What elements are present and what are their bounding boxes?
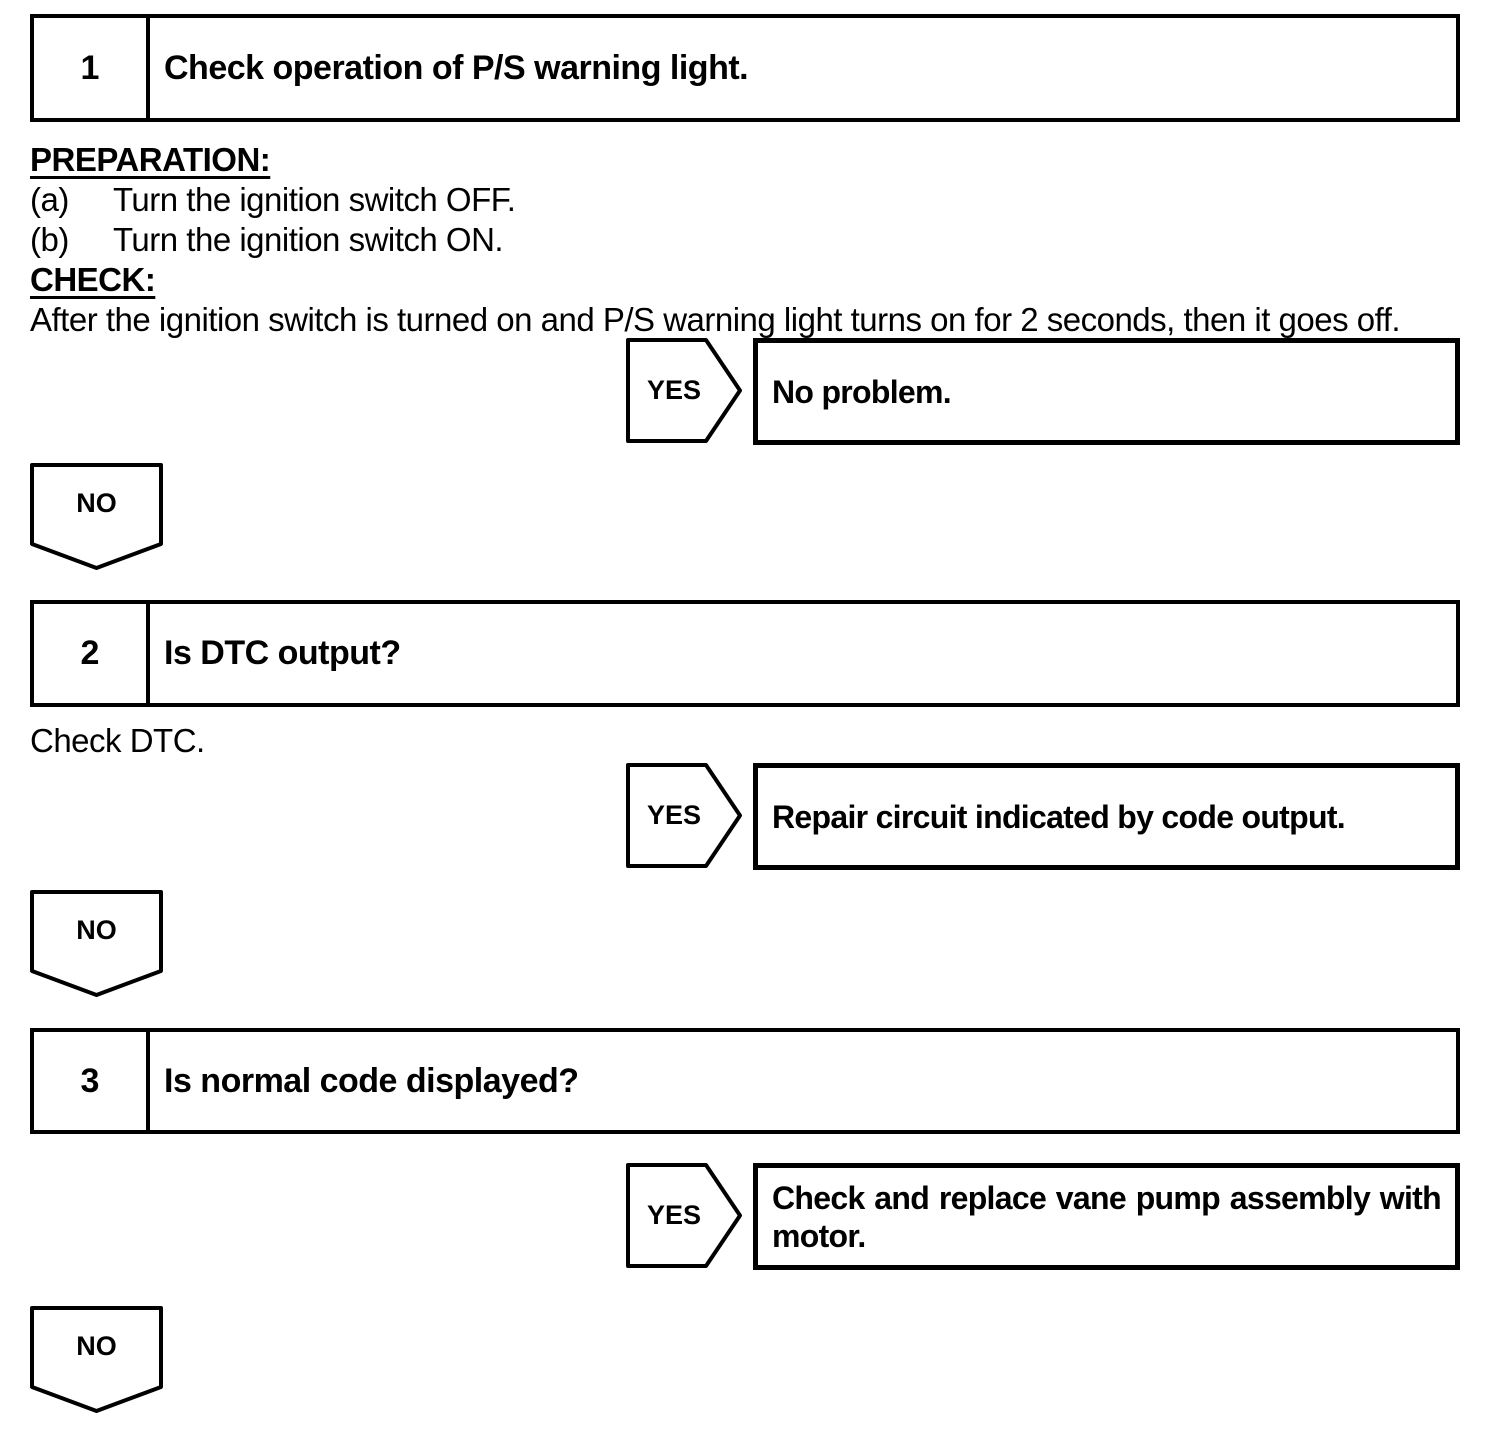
step-3-yes-result-box: Check and replace vane pump assembly wit… [753, 1163, 1460, 1270]
step-2-body-text: Check DTC. [30, 722, 205, 759]
yes-arrow-icon [626, 1163, 742, 1268]
step-2-question-box: 2 Is DTC output? [30, 600, 1460, 707]
step-2-no-connector: NO [30, 890, 163, 997]
step-3-question-box: 3 Is normal code displayed? [30, 1028, 1460, 1134]
step-2-yes-connector: YES [626, 763, 742, 868]
step-2-number: 2 [34, 604, 150, 703]
step-2-title: Is DTC output? [164, 634, 401, 672]
yes-arrow-icon [626, 763, 742, 868]
no-arrow-icon [30, 1306, 163, 1413]
step-1-number: 1 [34, 18, 150, 118]
step-2-no-label: NO [76, 915, 117, 945]
step-1-prep-item-b-label: (b) [30, 221, 69, 258]
step-3-no-label: NO [76, 1331, 117, 1361]
step-2-yes-result-text: Repair circuit indicated by code output. [772, 798, 1346, 835]
step-1-details: PREPARATION: (a) Turn the ignition switch… [30, 140, 1494, 340]
step-2-yes-label: YES [646, 800, 702, 830]
step-1-check-heading: CHECK: [30, 261, 156, 298]
step-1-title: Check operation of P/S warning light. [164, 48, 749, 87]
step-3-yes-label: YES [646, 1200, 702, 1230]
step-3-yes-connector: YES [626, 1163, 742, 1268]
step-1-yes-connector: YES [626, 338, 742, 443]
step-1-preparation-heading: PREPARATION: [30, 141, 271, 178]
step-1-check-text: After the ignition switch is turned on a… [30, 301, 1401, 338]
step-2-yes-result-box: Repair circuit indicated by code output. [753, 763, 1460, 870]
step-3-number: 3 [34, 1032, 150, 1130]
step-1-yes-result-box: No problem. [753, 338, 1460, 445]
no-arrow-icon [30, 463, 163, 570]
step-3-title: Is normal code displayed? [164, 1061, 579, 1100]
step-1-prep-item-b: (b) Turn the ignition switch ON. [30, 220, 1494, 260]
step-1-yes-result-text: No problem. [772, 373, 952, 410]
step-1-no-connector: NO [30, 463, 163, 570]
no-arrow-icon [30, 890, 163, 997]
step-3-no-connector: NO [30, 1306, 163, 1413]
step-1-yes-label: YES [646, 375, 702, 405]
step-2-details: Check DTC. [30, 721, 1494, 761]
step-3-yes-result-text: Check and replace vane pump assembly wit… [772, 1179, 1442, 1254]
yes-arrow-icon [626, 338, 742, 443]
step-1-prep-item-b-text: Turn the ignition switch ON. [113, 221, 504, 258]
step-1-prep-item-a: (a) Turn the ignition switch OFF. [30, 180, 1494, 220]
step-1-prep-item-a-text: Turn the ignition switch OFF. [113, 181, 516, 218]
step-1-prep-item-a-label: (a) [30, 181, 69, 218]
step-1-question-box: 1 Check operation of P/S warning light. [30, 14, 1460, 122]
step-1-no-label: NO [76, 488, 117, 518]
